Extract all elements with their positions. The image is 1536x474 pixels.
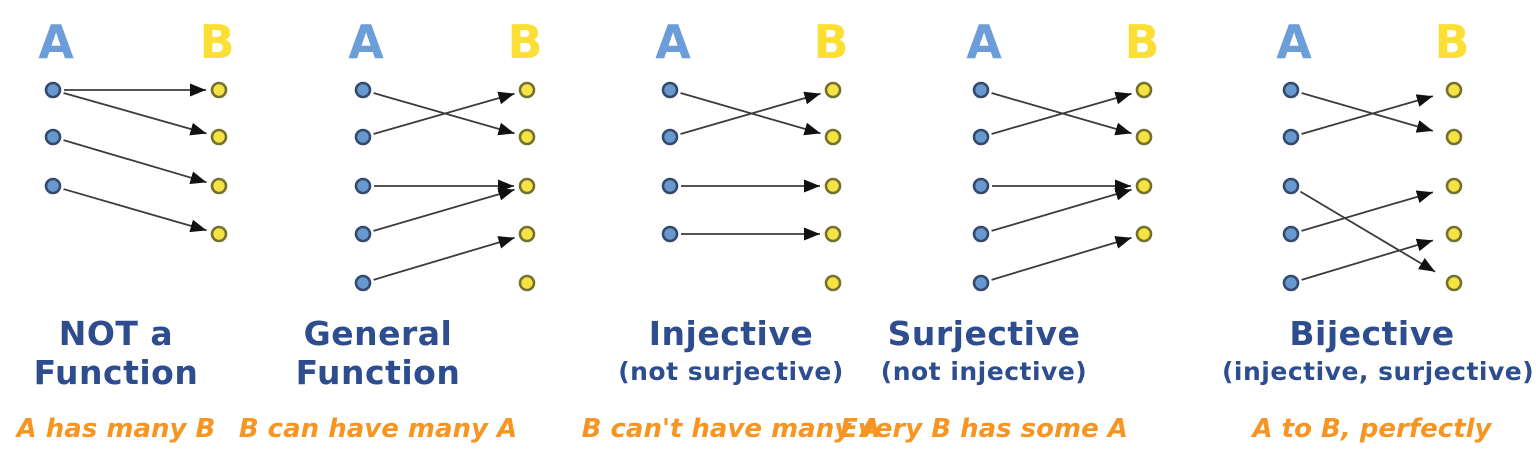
set-a-label: A: [1276, 15, 1312, 69]
mapping-arrow-a3-b4: [63, 188, 207, 233]
mapping-arrow-a2-b1: [680, 91, 821, 135]
set-b-dot-2: [824, 128, 842, 146]
set-b-dot-2: [1135, 128, 1153, 146]
panel-title-line2: Function: [33, 353, 199, 392]
panel-subtitle: Every B has some A: [840, 414, 1128, 444]
panel-title-line1: Surjective: [887, 314, 1081, 353]
mapping-arrow-a1-b2: [63, 92, 207, 136]
panel-text-injective: Injective (not surjective) B can't have …: [581, 308, 881, 474]
set-a-dot-3: [661, 177, 679, 195]
set-b-dot-5: [518, 274, 536, 292]
set-a-dot-2: [661, 128, 679, 146]
set-a-dot-4: [661, 225, 679, 243]
mapping-arrow-a2-b1: [991, 91, 1132, 135]
mapping-arrow-a4-b3: [373, 187, 515, 232]
panel-subtitle: A to B, perfectly: [1252, 414, 1492, 444]
panel-text-general-function: General Function B can have many A: [228, 308, 528, 474]
set-b-dot-1: [1135, 81, 1153, 99]
set-b-label: B: [507, 15, 542, 69]
set-b-dot-4: [518, 225, 536, 243]
set-b-label: B: [1434, 15, 1469, 69]
set-b-dot-1: [210, 81, 228, 99]
set-a-dot-1: [972, 81, 990, 99]
set-a-label: A: [38, 15, 74, 69]
set-a-dot-1: [1282, 81, 1300, 99]
set-b-dot-2: [210, 128, 228, 146]
mapping-arrow-a5-b4: [373, 236, 515, 281]
panel-subtitle: B can have many A: [238, 414, 518, 444]
panel-text-bijective: Bijective (injective, surjective) A to B…: [1222, 308, 1535, 474]
panel-subtitle: B can't have many A: [581, 414, 881, 444]
set-a-dot-2: [354, 128, 372, 146]
set-b-dot-4: [210, 225, 228, 243]
set-a-dot-4: [354, 225, 372, 243]
set-b-dot-1: [518, 81, 536, 99]
panel-title-line1: Injective: [648, 314, 814, 353]
mapping-arrow-a4-b3: [991, 187, 1132, 232]
set-a-dot-1: [661, 81, 679, 99]
set-b-dot-4: [1135, 225, 1153, 243]
set-b-label: B: [1124, 15, 1159, 69]
mapping-arrow-a3-b5: [1299, 190, 1436, 273]
set-b-dot-1: [1445, 81, 1463, 99]
set-b-dot-1: [824, 81, 842, 99]
set-a-dot-5: [354, 274, 372, 292]
set-a-dot-3: [354, 177, 372, 195]
set-b-dot-5: [1445, 274, 1463, 292]
set-a-label: A: [348, 15, 384, 69]
set-a-dot-3: [1282, 177, 1300, 195]
set-b-dot-2: [1445, 128, 1463, 146]
set-b-dot-4: [824, 225, 842, 243]
set-a-label: A: [655, 15, 691, 69]
set-b-label: B: [199, 15, 234, 69]
set-a-dot-4: [972, 225, 990, 243]
panel-title-line2: (not injective): [880, 357, 1088, 386]
panel-title-line1: General: [303, 314, 453, 353]
panel-subtitle: A has many B: [16, 414, 216, 444]
set-b-dot-5: [824, 274, 842, 292]
panel-title-line2: (injective, surjective): [1222, 357, 1535, 386]
set-b-dot-3: [518, 177, 536, 195]
panel-text-not-a-function: NOT a Function A has many B: [0, 308, 266, 474]
panel-title-line2: Function: [295, 353, 461, 392]
mapping-arrow-a4-b3: [1301, 190, 1434, 232]
panel-title-line2: (not surjective): [618, 357, 844, 386]
set-a-dot-1: [354, 81, 372, 99]
mapping-arrow-a5-b4: [991, 236, 1132, 281]
mapping-arrow-a2-b1: [1301, 94, 1434, 135]
set-a-dot-4: [1282, 225, 1300, 243]
set-a-dot-3: [44, 177, 62, 195]
set-a-dot-5: [1282, 274, 1300, 292]
set-b-dot-3: [210, 177, 228, 195]
set-a-label: A: [966, 15, 1002, 69]
panel-title-line1: Bijective: [1289, 314, 1455, 353]
panel-text-surjective: Surjective (not injective) Every B has s…: [834, 308, 1134, 474]
set-a-dot-2: [44, 128, 62, 146]
panel-title-line1: NOT a: [58, 314, 174, 353]
mapping-arrow-a1-b2: [1301, 92, 1434, 133]
set-a-dot-1: [44, 81, 62, 99]
set-b-dot-3: [1135, 177, 1153, 195]
set-a-dot-2: [1282, 128, 1300, 146]
set-b-dot-3: [824, 177, 842, 195]
set-b-dot-2: [518, 128, 536, 146]
set-a-dot-5: [972, 274, 990, 292]
set-a-dot-3: [972, 177, 990, 195]
set-a-dot-2: [972, 128, 990, 146]
mapping-arrow-a2-b3: [63, 139, 207, 185]
set-b-label: B: [813, 15, 848, 69]
mapping-arrow-a5-b4: [1301, 238, 1434, 281]
mapping-arrow-a2-b1: [373, 91, 515, 135]
set-b-dot-3: [1445, 177, 1463, 195]
set-b-dot-4: [1445, 225, 1463, 243]
